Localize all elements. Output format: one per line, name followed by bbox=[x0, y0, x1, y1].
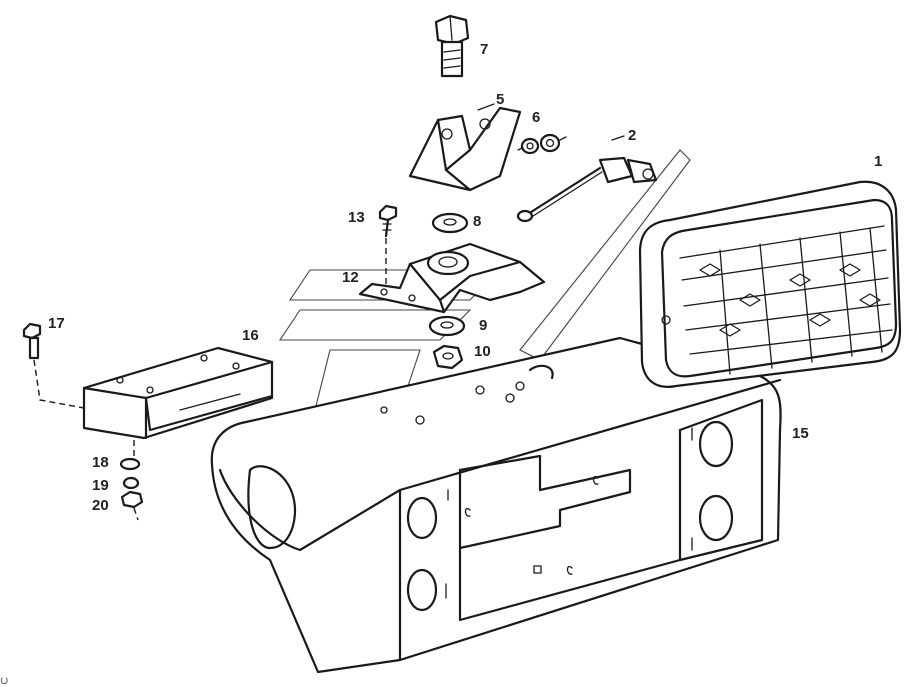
callout-18: 18 bbox=[92, 454, 109, 471]
part-19-lock-washer bbox=[122, 476, 140, 490]
callout-19: 19 bbox=[92, 477, 109, 494]
callout-9: 9 bbox=[479, 317, 487, 334]
part-2-bulb bbox=[516, 156, 658, 223]
part-18-washer bbox=[119, 457, 141, 471]
callout-6: 6 bbox=[532, 109, 540, 126]
part-20-nut bbox=[120, 440, 144, 521]
part-7-bolt bbox=[434, 14, 470, 78]
part-6-washers bbox=[517, 133, 567, 155]
callout-17: 17 bbox=[48, 315, 65, 332]
part-13-screw bbox=[378, 204, 398, 238]
callout-12: 12 bbox=[342, 269, 359, 286]
callout-15: 15 bbox=[792, 425, 809, 442]
callout-13: 13 bbox=[348, 209, 365, 226]
leader-lines bbox=[477, 103, 625, 141]
part-1-lamp bbox=[638, 180, 902, 388]
callout-10: 10 bbox=[474, 343, 491, 360]
part-16-channel-bracket bbox=[82, 346, 274, 440]
callout-2: 2 bbox=[628, 127, 636, 144]
callout-8: 8 bbox=[473, 213, 481, 230]
part-12-plate bbox=[358, 238, 546, 314]
part-17-bolt bbox=[22, 322, 85, 409]
callout-20: 20 bbox=[92, 497, 109, 514]
part-9-washer bbox=[428, 315, 466, 337]
callout-1: 1 bbox=[874, 153, 882, 170]
part-10-nut bbox=[432, 344, 464, 370]
callout-7: 7 bbox=[480, 41, 488, 58]
footer-mark: ပ bbox=[0, 672, 8, 687]
callout-5: 5 bbox=[496, 91, 504, 108]
callouts: 1 2 5 6 7 8 9 10 12 13 15 16 17 18 19 20 bbox=[48, 41, 882, 514]
callout-16: 16 bbox=[242, 327, 259, 344]
part-15-housing bbox=[210, 336, 782, 674]
part-5-bracket bbox=[408, 106, 522, 192]
part-8-washer bbox=[431, 212, 469, 234]
